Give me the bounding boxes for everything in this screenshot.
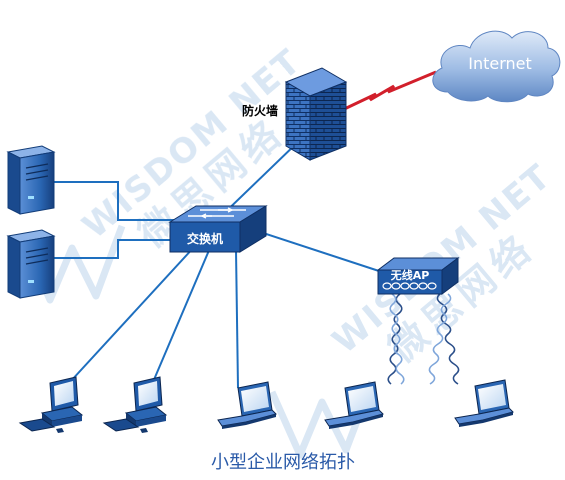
link-firewall-internet — [337, 70, 437, 114]
desktop-computer-icon — [18, 376, 84, 433]
link-switch-desktop-2 — [152, 247, 211, 383]
server-icon — [6, 145, 56, 215]
laptop-3 — [454, 379, 514, 427]
wireless-signal-laptop-2-twin — [389, 293, 405, 385]
wireless-signal-laptop-3-twin — [428, 293, 452, 385]
laptop-icon — [324, 381, 384, 429]
firewall-node: 防火墙 — [242, 67, 348, 161]
firewall-label: 防火墙 — [242, 103, 278, 118]
firewall-icon — [284, 67, 348, 161]
link-switch-wireless-ap — [259, 231, 383, 273]
desktop-computer-1 — [18, 376, 84, 433]
wireless-ap-label: 无线AP — [390, 268, 430, 282]
cloud-icon — [432, 30, 561, 103]
server-2 — [6, 229, 56, 299]
laptop-icon — [217, 381, 277, 429]
link-server-1-switch — [52, 181, 188, 221]
wireless-ap-node: 无线AP — [376, 257, 460, 295]
switch-node: 交换机 — [168, 205, 268, 253]
link-switch-desktop-1 — [69, 245, 196, 383]
laptop-icon — [454, 379, 514, 427]
internet-label: Internet — [468, 54, 532, 73]
wireless-signals — [387, 293, 460, 385]
desktop-computer-icon — [102, 376, 168, 433]
wireless-signal-laptop-3 — [436, 293, 460, 385]
internet-cloud: Internet — [432, 30, 561, 103]
laptop-1 — [217, 381, 277, 429]
laptop-2 — [324, 381, 384, 429]
link-server-2-switch — [52, 239, 188, 259]
server-icon — [6, 229, 56, 299]
diagram-caption: 小型企业网络拓扑 — [211, 452, 355, 473]
desktop-computer-2 — [102, 376, 168, 433]
switch-label: 交换机 — [187, 231, 223, 246]
server-1 — [6, 145, 56, 215]
wireless-ap-icon — [376, 257, 460, 295]
link-switch-laptop-1 — [235, 249, 239, 389]
switch-icon — [168, 205, 268, 253]
